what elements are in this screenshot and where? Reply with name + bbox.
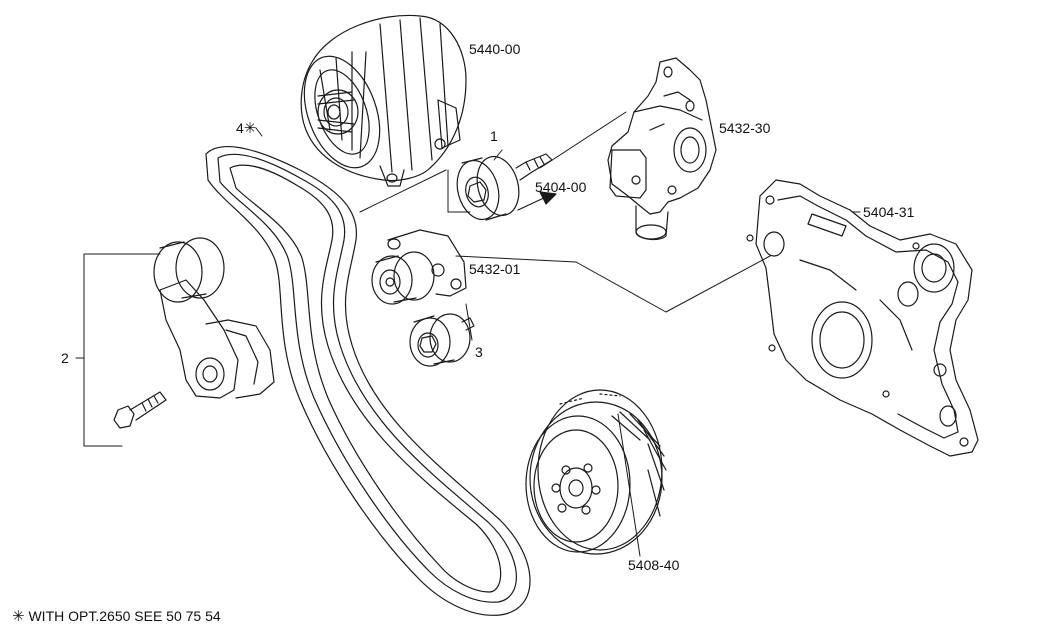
reference-number-3: 3 — [475, 344, 483, 360]
footnote-text: WITH OPT.2650 SEE 50 75 54 — [28, 608, 221, 624]
asterisk-icon: ✳ — [243, 120, 257, 137]
poly-v-belt[interactable] — [205, 146, 531, 616]
reference-number-4: 4✳ — [236, 120, 256, 137]
label-damper[interactable]: 5408-40 — [628, 557, 680, 573]
footnote: ✳ WITH OPT.2650 SEE 50 75 54 — [12, 607, 221, 625]
crankshaft-damper[interactable] — [525, 389, 667, 555]
label-alternator[interactable]: 5440-00 — [469, 41, 521, 57]
idler-pulley-5432-01[interactable] — [371, 229, 467, 305]
reference-number-2: 2 — [61, 350, 69, 366]
label-idler-pulley[interactable]: 5432-01 — [469, 261, 521, 277]
label-water-pump[interactable]: 5432-30 — [719, 120, 771, 136]
reference-number-4-value: 4 — [236, 120, 244, 136]
idler-pulley-3[interactable] — [409, 313, 475, 367]
label-timing-cover[interactable]: 5404-31 — [863, 204, 915, 220]
label-idler-group[interactable]: 5404-00 — [535, 179, 587, 195]
alternator[interactable] — [290, 14, 467, 187]
reference-number-1: 1 — [490, 128, 498, 144]
footnote-asterisk-icon: ✳ — [12, 608, 25, 625]
timing-cover[interactable] — [746, 179, 979, 457]
leader-lines — [75, 111, 861, 557]
idler-pulley-1[interactable] — [451, 152, 553, 224]
direction-arrow-icon — [517, 191, 557, 211]
tensioner-bolt[interactable] — [113, 391, 167, 429]
water-pump[interactable] — [607, 57, 717, 241]
belt-tensioner[interactable] — [153, 237, 275, 399]
